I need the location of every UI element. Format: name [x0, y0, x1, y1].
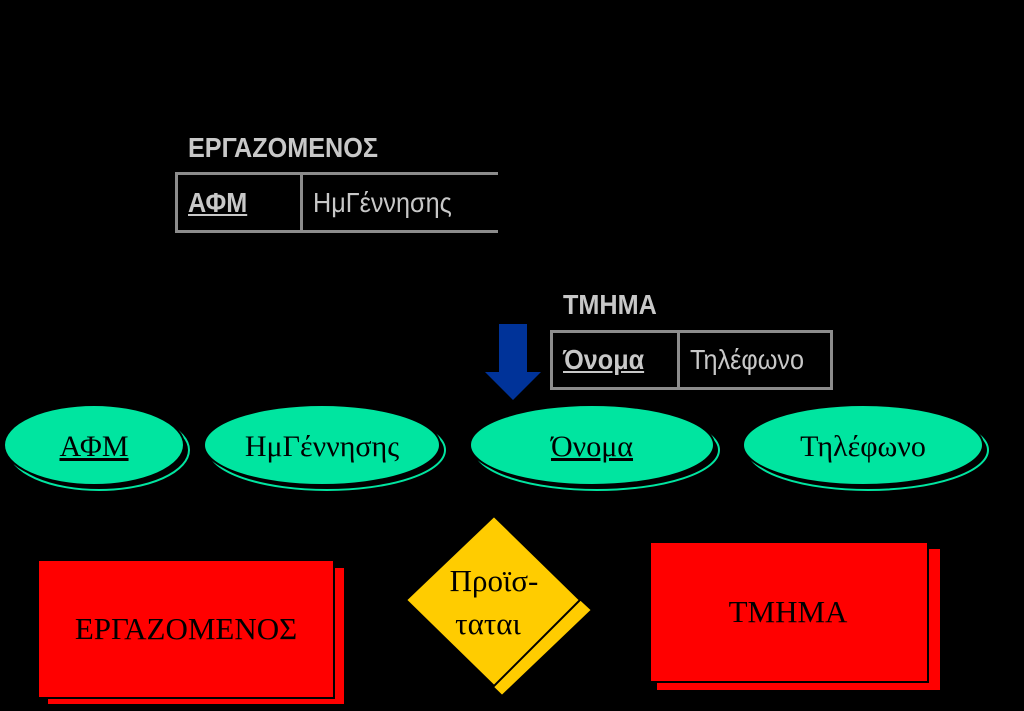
entity-employee: ΕΡΓΑΖΟΜΕΝΟΣ	[37, 559, 346, 706]
relationship-label-line1: Προϊσ-	[450, 563, 539, 598]
entity-department-label: ΤΜΗΜΑ	[729, 594, 848, 629]
employee-key-column-label: ΑΦΜ	[188, 186, 248, 218]
employee-relation-table: ΑΦΜ ΗμΓέννησης	[175, 172, 498, 233]
attribute-birthdate: ΗμΓέννησης	[203, 404, 446, 491]
employee-relation-title: ΕΡΓΑΖΟΜΕΝΟΣ	[188, 132, 378, 163]
attribute-afm-label: ΑΦΜ	[59, 430, 128, 463]
entity-department: ΤΜΗΜΑ	[649, 541, 942, 692]
attribute-name-label: Όνομα	[550, 430, 633, 463]
attribute-afm: ΑΦΜ	[3, 404, 190, 491]
attribute-phone: Τηλέφωνο	[742, 404, 989, 491]
relationship-manages: Προϊσ- ταται	[404, 514, 594, 698]
down-arrow-icon	[485, 324, 541, 400]
employee-key-column: ΑΦΜ	[178, 175, 303, 230]
employee-column-label: ΗμΓέννησης	[313, 186, 452, 218]
department-relation-table: Όνομα Τηλέφωνο	[550, 330, 833, 390]
employee-column: ΗμΓέννησης	[303, 175, 498, 230]
department-column: Τηλέφωνο	[680, 333, 830, 387]
attribute-name: Όνομα	[469, 404, 720, 491]
relationship-label-line2: ταται	[455, 606, 521, 641]
entity-employee-label: ΕΡΓΑΖΟΜΕΝΟΣ	[75, 611, 297, 646]
attribute-birthdate-label: ΗμΓέννησης	[245, 430, 399, 463]
department-key-column-label: Όνομα	[563, 344, 645, 375]
attribute-phone-label: Τηλέφωνο	[800, 430, 926, 463]
connector-lines	[117, 491, 831, 621]
department-relation-title: ΤΜΗΜΑ	[563, 289, 657, 320]
department-key-column: Όνομα	[553, 333, 680, 387]
department-column-label: Τηλέφωνο	[690, 344, 805, 375]
